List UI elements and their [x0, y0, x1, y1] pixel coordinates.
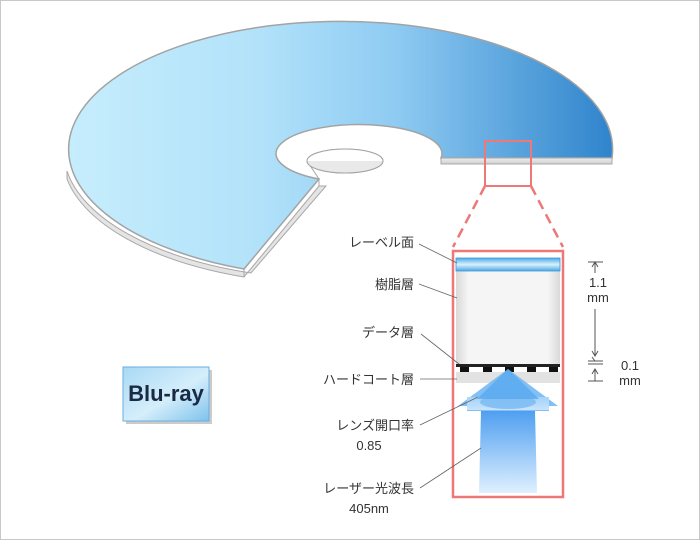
disc-top-face: [67, 20, 614, 270]
hard-coat-layer-label: ハードコート層: [323, 372, 414, 387]
disc-edge: [66, 170, 328, 278]
resin-layer-label: 樹脂層: [375, 277, 414, 292]
laser-wavelength-value: 405nm: [349, 501, 389, 516]
cross-section: [451, 249, 565, 499]
bluray-badge: Blu-ray: [122, 366, 212, 424]
upper-thickness-unit: mm: [587, 290, 609, 305]
data-layer-shape: [456, 364, 560, 367]
data-layer-label: データ層: [362, 325, 414, 340]
lower-thickness-unit: mm: [619, 373, 641, 388]
zoom-connector-left: [451, 185, 487, 248]
disc-highlight-box: [484, 140, 532, 187]
disc-illustration: [66, 20, 614, 278]
lower-thickness-value: 0.1: [621, 358, 639, 373]
label-layer-shape: [455, 257, 561, 272]
bluray-badge-text: Blu-ray: [128, 381, 205, 406]
lens-na-title: レンズ開口率: [336, 418, 414, 433]
leader-lines: [418, 243, 482, 489]
upper-thickness-value: 1.1: [589, 275, 607, 290]
label-surface-label: レーベル面: [349, 235, 414, 250]
dimension-markers: [588, 261, 603, 382]
laser-wavelength-title: レーザー光波長: [323, 481, 414, 496]
lens-na-value: 0.85: [356, 438, 381, 453]
zoom-connector-right: [529, 185, 565, 248]
resin-layer-shape: [456, 271, 560, 366]
